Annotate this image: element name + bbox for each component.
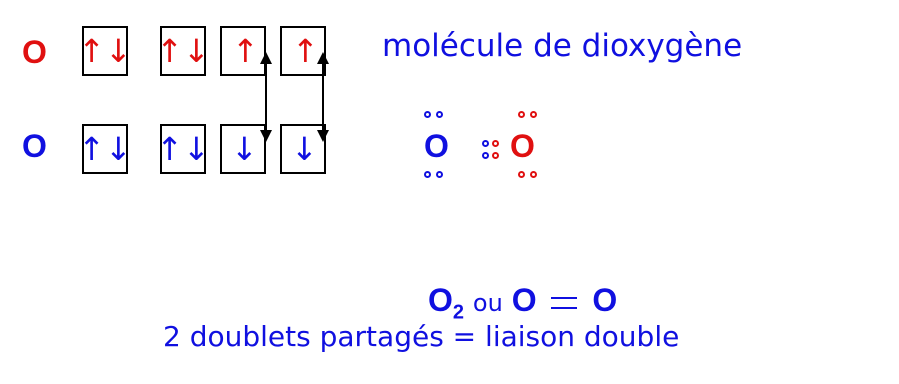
- shared-electron: [482, 140, 489, 147]
- orbital-box-valence-2-blue: ↓: [220, 124, 266, 174]
- shared-electron: [482, 152, 489, 159]
- lone-pair-electron: [436, 111, 443, 118]
- lone-pair-electron: [530, 171, 537, 178]
- orbital-box-core-red: ↑↓: [78, 26, 132, 76]
- lone-pair-electron: [436, 171, 443, 178]
- lone-pair-electron: [518, 111, 525, 118]
- orbital-box-valence-2-red: ↑: [220, 26, 266, 76]
- shared-electron: [492, 152, 499, 159]
- formula-structural-right: O: [592, 282, 618, 318]
- orbital-box-valence-3-blue: ↓: [280, 124, 326, 174]
- orbital-box-core-blue: ↑↓: [78, 124, 132, 174]
- orbital-box-valence-1-red: ↑↓: [156, 26, 210, 76]
- shared-electron: [492, 140, 499, 147]
- formula-subscript: 2: [452, 301, 465, 324]
- lewis-atom-right: O: [510, 128, 535, 164]
- atom-label-blue: O: [22, 128, 47, 164]
- orbital-box-valence-3-red: ↑: [280, 26, 326, 76]
- formula-structural-left: O: [511, 282, 537, 318]
- formula-molecular: O: [428, 282, 453, 318]
- lone-pair-electron: [424, 111, 431, 118]
- formula-connector: ou: [472, 289, 503, 317]
- lone-pair-electron: [530, 111, 537, 118]
- lone-pair-electron: [424, 171, 431, 178]
- diagram-title: molécule de dioxygène: [382, 28, 743, 64]
- lewis-atom-left: O: [424, 128, 449, 164]
- atom-label-red: O: [22, 34, 47, 70]
- double-bond-icon: [551, 296, 578, 309]
- lone-pair-electron: [518, 171, 525, 178]
- caption: 2 doublets partagés = liaison double: [163, 320, 680, 353]
- molecular-formula: O2 ou O O: [428, 282, 617, 324]
- orbital-box-valence-1-blue: ↑↓: [156, 124, 210, 174]
